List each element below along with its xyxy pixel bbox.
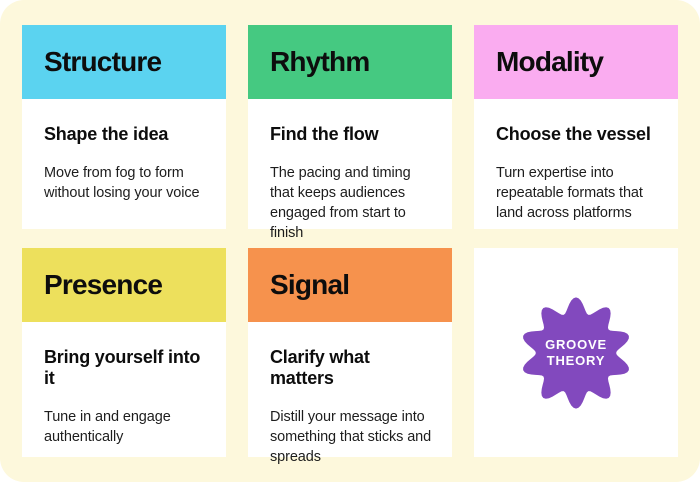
card-structure-subtitle: Shape the idea <box>44 124 169 144</box>
card-structure-header: Structure <box>22 25 226 99</box>
card-rhythm: Rhythm Find the flow The pacing and timi… <box>248 25 452 241</box>
card-presence-header: Presence <box>22 248 226 322</box>
card-modality-title: Modality <box>496 46 604 77</box>
card-modality: Modality Choose the vessel Turn expertis… <box>474 25 678 229</box>
starburst-seal-icon <box>523 296 629 409</box>
badge-label-line2: THEORY <box>546 352 606 368</box>
card-signal-header: Signal <box>248 248 452 322</box>
card-modality-body: Choose the vessel Turn expertise into re… <box>474 99 678 223</box>
card-signal-body: Clarify what matters Distill your messag… <box>248 322 452 467</box>
card-structure-body: Shape the idea Move from fog to form wit… <box>22 99 226 203</box>
card-rhythm-header: Rhythm <box>248 25 452 99</box>
card-rhythm-subtitle: Find the flow <box>270 124 379 144</box>
card-signal-description: Distill your message into something that… <box>270 409 432 465</box>
card-rhythm-description: The pacing and timing that keeps audienc… <box>270 165 411 241</box>
card-structure: Structure Shape the idea Move from fog t… <box>22 25 226 229</box>
groove-theory-badge: GROOVE THEORY <box>518 295 634 411</box>
card-modality-header: Modality <box>474 25 678 99</box>
badge-label: GROOVE THEORY <box>518 295 634 411</box>
card-presence-description: Tune in and engage authentically <box>44 409 171 445</box>
card-modality-subtitle: Choose the vessel <box>496 124 651 144</box>
card-signal-title: Signal <box>270 269 350 300</box>
card-rhythm-body: Find the flow The pacing and timing that… <box>248 99 452 243</box>
card-groove-theory-badge: GROOVE THEORY <box>474 248 678 457</box>
card-rhythm-title: Rhythm <box>270 46 370 77</box>
badge-label-line1: GROOVE <box>545 336 607 352</box>
card-presence-body: Bring yourself into it Tune in and engag… <box>22 322 226 447</box>
card-presence-title: Presence <box>44 269 163 300</box>
card-presence: Presence Bring yourself into it Tune in … <box>22 248 226 457</box>
card-modality-description: Turn expertise into repeatable formats t… <box>496 165 643 221</box>
card-structure-description: Move from fog to form without losing you… <box>44 165 200 201</box>
card-signal-subtitle: Clarify what matters <box>270 347 370 388</box>
card-signal: Signal Clarify what matters Distill your… <box>248 248 452 465</box>
card-presence-subtitle: Bring yourself into it <box>44 347 201 388</box>
card-structure-title: Structure <box>44 46 162 77</box>
